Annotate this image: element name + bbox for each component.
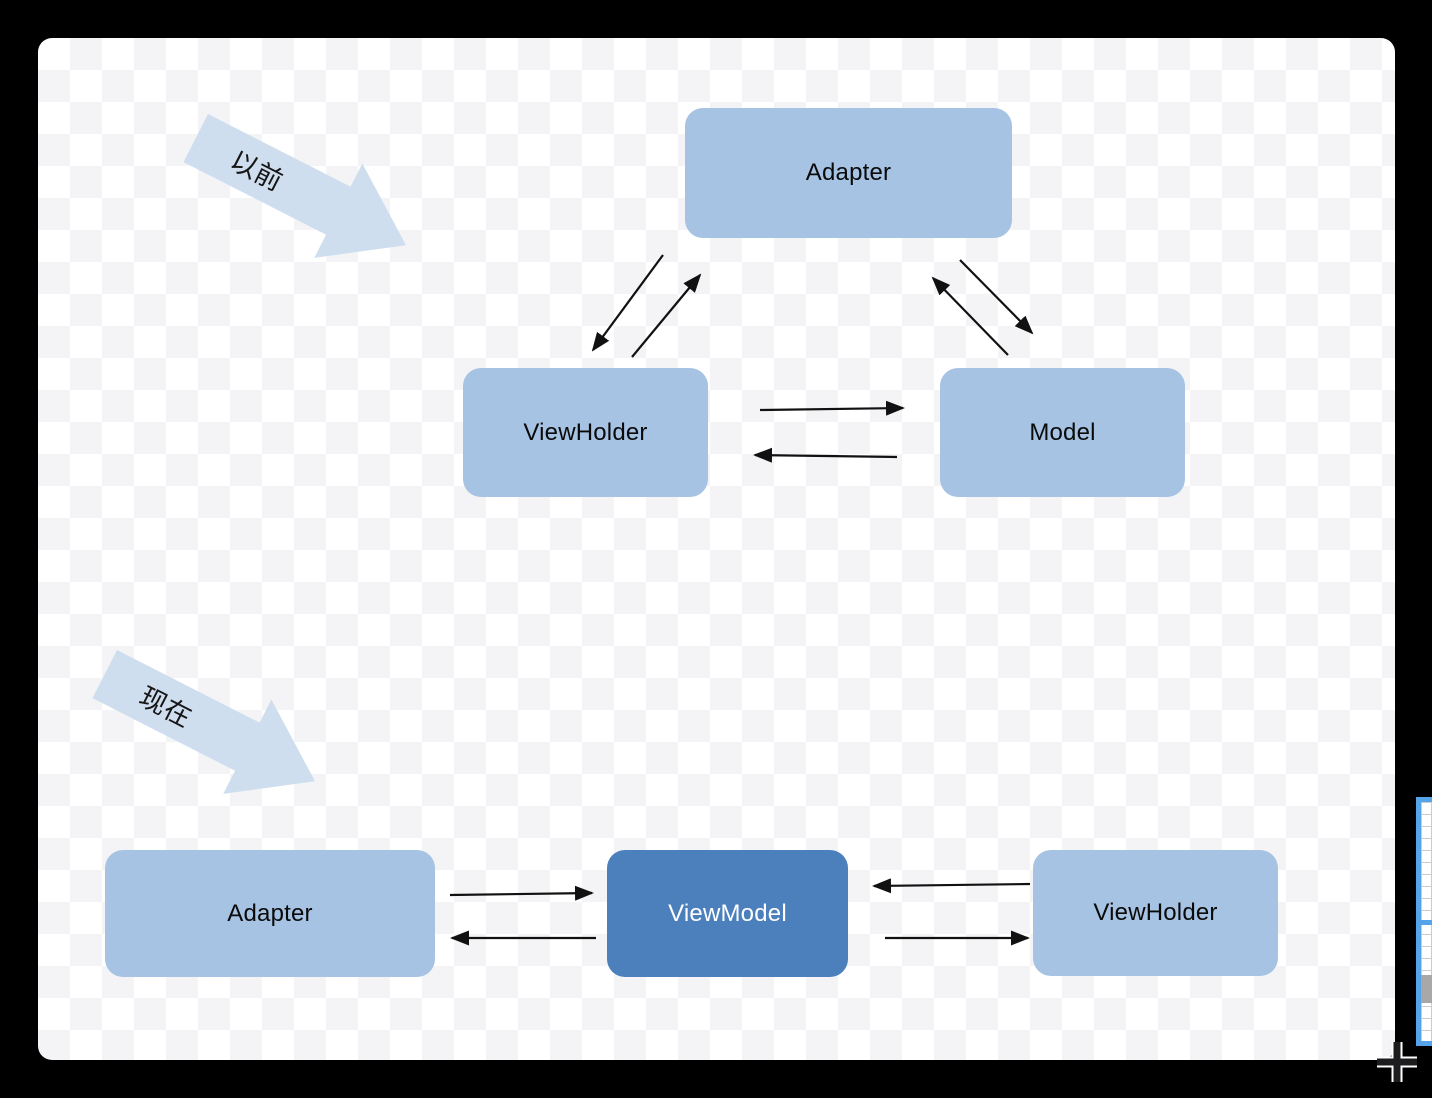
node-viewholder-after-label: ViewHolder [1093, 899, 1218, 926]
edge-adapter-to-viewmodel-arrow [449, 885, 594, 901]
node-model-before-label: Model [1029, 418, 1096, 446]
edge-adapter-to-viewholder-arrow [591, 254, 664, 352]
node-adapter-after: Adapter [105, 850, 435, 977]
diagram-arrows-layer: 以前 现在 [92, 114, 1034, 946]
node-viewholder-before-label: ViewHolder [523, 418, 648, 446]
edge-model-to-adapter-arrow [931, 276, 1009, 356]
node-adapter-after-label: Adapter [227, 899, 313, 927]
edge-viewholder-to-adapter-arrow [631, 273, 702, 358]
edge-viewholder-to-viewmodel-arrow [872, 878, 1031, 894]
edge-viewholder-to-model-arrow [759, 400, 905, 416]
node-adapter-before-label: Adapter [805, 159, 892, 186]
clipped-grid-widget[interactable] [1416, 797, 1432, 1046]
grid-widget-selected-cell [1421, 975, 1432, 1003]
node-model-before: Model [940, 368, 1185, 497]
grid-widget-divider [1421, 920, 1432, 925]
node-adapter-before: Adapter [685, 108, 1012, 238]
node-viewmodel-after-label: ViewModel [668, 899, 787, 927]
node-viewmodel-after: ViewModel [607, 850, 848, 977]
node-viewholder-after: ViewHolder [1033, 850, 1278, 976]
node-viewholder-before: ViewHolder [463, 368, 708, 497]
before-banner-arrow: 以前 [183, 114, 407, 258]
edge-model-to-viewholder-arrow [753, 447, 898, 463]
edge-adapter-to-model-arrow [959, 259, 1034, 335]
after-banner-arrow: 现在 [92, 650, 316, 794]
diagram-canvas: 以前 现在 Adapter ViewHolder Model Adapter [38, 38, 1395, 1060]
